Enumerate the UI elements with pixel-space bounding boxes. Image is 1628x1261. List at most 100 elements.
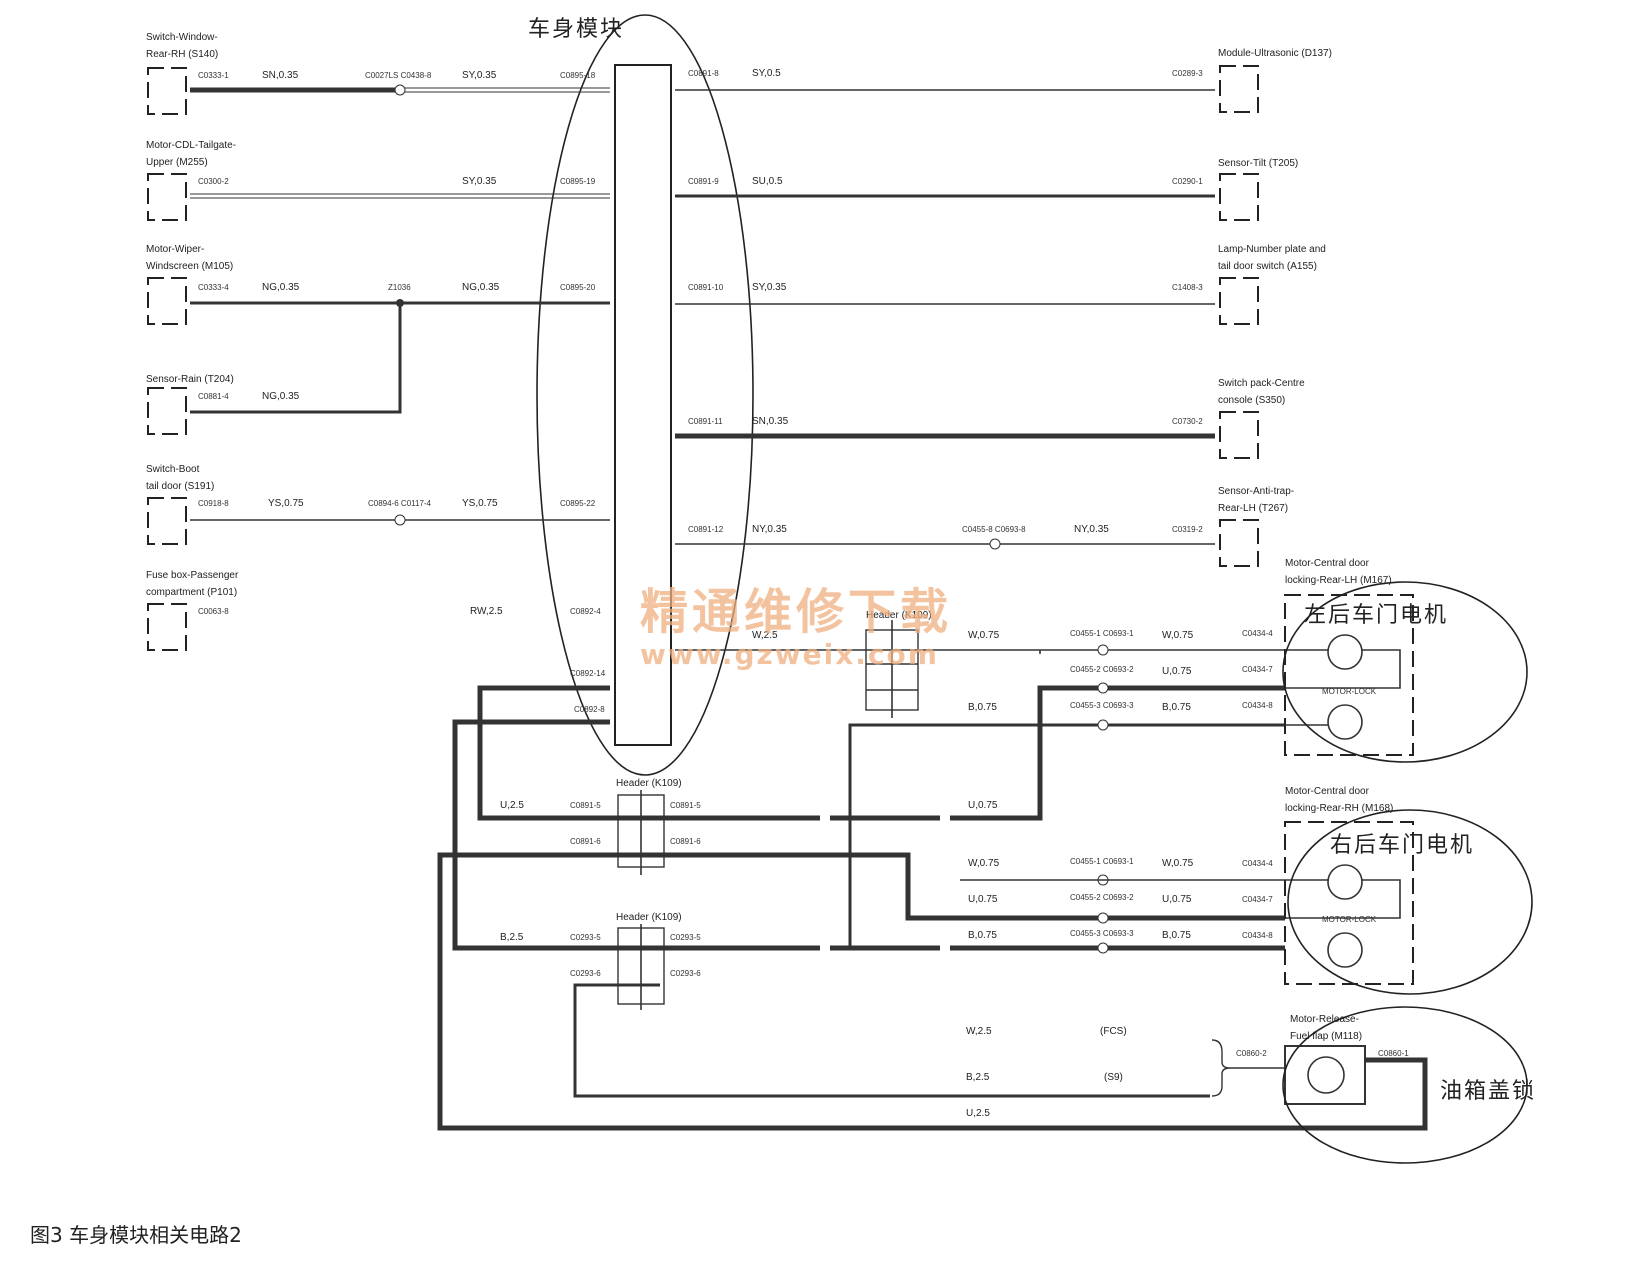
wire-label: NG,0.35	[262, 282, 300, 293]
pin-label: C0860-2	[1236, 1049, 1267, 1058]
component-name: Fuse box-Passenger	[146, 570, 239, 581]
connector-box	[1284, 594, 1414, 756]
connector-box	[1219, 277, 1259, 325]
connector-box	[147, 603, 187, 651]
annotation-fuel-lock: 油箱盖锁	[1440, 1079, 1536, 1104]
wire-u25	[477, 685, 1285, 821]
right-component-1: Module-Ultrasonic (D137) C0891-8 SY,0.5 …	[675, 48, 1332, 113]
connector-box	[147, 67, 187, 115]
header-label: Header (K109)	[616, 912, 682, 923]
wire-label: NG,0.35	[462, 282, 500, 293]
component-name: tail door switch (A155)	[1218, 261, 1317, 272]
component-name: Motor-CDL-Tailgate-	[146, 140, 236, 151]
header-label: Header (K109)	[616, 778, 682, 789]
component-name: Rear-LH (T267)	[1218, 503, 1288, 514]
splice-label: C0455-1 C0693-1	[1070, 857, 1134, 866]
wire-label: SY,0.35	[752, 282, 787, 293]
component-name: locking-Rear-RH (M168)	[1285, 803, 1393, 814]
connector-box	[1219, 519, 1259, 567]
pin-label: C0892-8	[574, 705, 605, 714]
body-module-title: 车身模块	[528, 17, 624, 42]
body-module-box	[614, 64, 672, 746]
pin-label: C0895-18	[560, 71, 596, 80]
wire-label: SN,0.35	[752, 416, 789, 427]
pin-label: C0895-19	[560, 177, 596, 186]
wire-label: W,0.75	[1162, 630, 1194, 641]
header-k109-top: Header (K109) W,2.5	[752, 610, 932, 718]
annotation-right-motor: 右后车门电机	[1330, 833, 1474, 858]
wire-label: SN,0.35	[262, 70, 299, 81]
wire-label: YS,0.75	[268, 498, 304, 509]
component-name: Sensor-Rain (T204)	[146, 374, 234, 385]
component-name: Motor-Wiper-	[146, 244, 204, 255]
watermark-url: www.gzweix.com	[640, 638, 939, 671]
component-name: Switch-Window-	[146, 32, 218, 43]
splice-label: C0455-2 C0693-2	[1070, 893, 1134, 902]
motor-icon	[1327, 634, 1363, 670]
wire-label: W,0.75	[1162, 858, 1194, 869]
wire-b25	[452, 719, 1285, 951]
wire-label: RW,2.5	[470, 606, 503, 617]
annotation-left-motor: 左后车门电机	[1304, 603, 1448, 628]
splice-label: Z1036	[388, 283, 411, 292]
component-name: Switch-Boot	[146, 464, 200, 475]
pin-label: C0290-1	[1172, 177, 1203, 186]
header-k109-low: Header (K109) C0293-5 C0293-6 C0293-5 C0…	[570, 912, 701, 1010]
wire-label: SY,0.35	[462, 70, 497, 81]
component-name: Motor-Central door	[1285, 786, 1370, 797]
pin-label: C0333-1	[198, 71, 229, 80]
pin-label: C0891-9	[688, 177, 719, 186]
wire-label: NY,0.35	[752, 524, 787, 535]
component-name: Windscreen (M105)	[146, 261, 233, 272]
component-name: Sensor-Anti-trap-	[1218, 486, 1294, 497]
pin-label: C0895-20	[560, 283, 596, 292]
wire-label: U,0.75	[968, 894, 998, 905]
fuel-flap-motor: Motor-Release- Fuel flap (M118) C0860-2 …	[1100, 1014, 1409, 1105]
motor-icon	[1307, 1056, 1345, 1094]
body-module-ellipse	[536, 14, 754, 776]
right-component-2: Sensor-Tilt (T205) C0891-9 SU,0.5 C0290-…	[675, 158, 1298, 221]
wire-label: NY,0.35	[1074, 524, 1109, 535]
pin-label: C0293-5	[570, 933, 601, 942]
pin-label: C0892-4	[570, 607, 601, 616]
splice-label: C0455-1 C0693-1	[1070, 629, 1134, 638]
inner-label: MOTOR-LOCK	[1322, 915, 1377, 924]
left-component-4: Sensor-Rain (T204) C0881-4 NG,0.35	[146, 374, 300, 435]
header-label: Header (K109)	[866, 610, 932, 621]
left-component-2: Motor-CDL-Tailgate- Upper (M255) C0300-2…	[146, 140, 610, 221]
wire-label: W,2.5	[752, 630, 778, 641]
wire-label: SY,0.35	[462, 176, 497, 187]
left-component-5: Switch-Boot tail door (S191) C0918-8 YS,…	[146, 464, 610, 545]
pin-label: C0300-2	[198, 177, 229, 186]
component-name: Rear-RH (S140)	[146, 49, 218, 60]
pin-label: C0289-3	[1172, 69, 1203, 78]
wire-label: U,0.75	[1162, 894, 1192, 905]
component-name: console (S350)	[1218, 395, 1285, 406]
wire-label: B,2.5	[966, 1072, 990, 1083]
splice-label: C0894-6 C0117-4	[368, 499, 432, 508]
component-name: tail door (S191)	[146, 481, 214, 492]
left-component-3: Motor-Wiper- Windscreen (M105) C0333-4 N…	[146, 244, 610, 414]
pin-label: C0434-4	[1242, 859, 1273, 868]
pin-label: C0434-4	[1242, 629, 1273, 638]
motor-icon	[1327, 704, 1363, 740]
wire-label: SU,0.5	[752, 176, 783, 187]
component-name: locking-Rear-LH (M167)	[1285, 575, 1392, 586]
connector-box	[147, 497, 187, 545]
pin-label: C0892-14	[570, 669, 606, 678]
pin-label: C0434-8	[1242, 701, 1273, 710]
wire-label: YS,0.75	[462, 498, 498, 509]
motor-icon	[1327, 864, 1363, 900]
splice-label: C0455-3 C0693-3	[1070, 701, 1134, 710]
pin-label: C0860-1	[1378, 1049, 1409, 1058]
wire-w25	[437, 852, 1428, 1131]
pin-label: C0319-2	[1172, 525, 1203, 534]
connector-box	[1284, 821, 1414, 985]
component-name: Upper (M255)	[146, 157, 208, 168]
pin-label: C0293-6	[670, 969, 701, 978]
component-name: Switch pack-Centre	[1218, 378, 1305, 389]
wire-label: B,0.75	[968, 702, 997, 713]
wire-label: NG,0.35	[262, 391, 300, 402]
pin-label: C0293-5	[670, 933, 701, 942]
